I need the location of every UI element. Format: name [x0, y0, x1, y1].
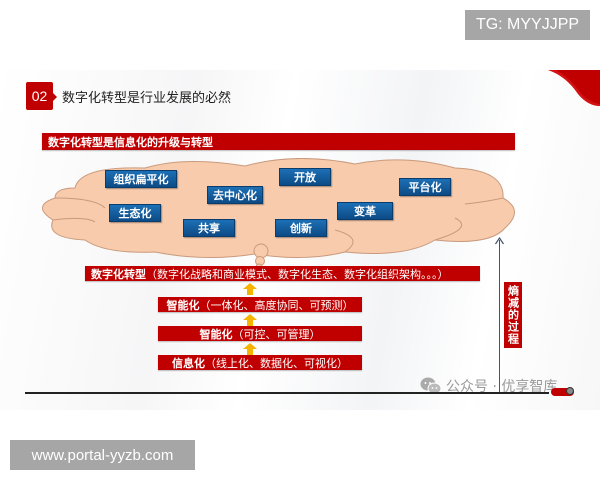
stage-label: 智能化	[199, 327, 233, 341]
up-arrow-icon	[243, 343, 257, 355]
stage-label: 信息化	[172, 356, 205, 370]
cloud-tag: 创新	[275, 219, 327, 237]
stage-label: 智能化	[166, 298, 200, 312]
up-arrow-icon	[243, 283, 257, 295]
footer-pill-decoration	[551, 388, 574, 396]
watermark-tg-badge: TG: MYYJJPP	[465, 10, 590, 40]
section-number-badge: 02	[26, 82, 57, 110]
cloud-tag: 平台化	[399, 178, 451, 196]
axis-arrowhead-icon	[495, 237, 504, 245]
cloud-tag: 去中心化	[207, 186, 263, 204]
concept-cloud: 组织扁平化 去中心化 开放 平台化 生态化 变革 共享 创新	[35, 158, 517, 260]
slide: 02 数字化转型是行业发展的必然 数字化转型是信息化的升级与转型 组织扁平化 去…	[0, 70, 600, 410]
wechat-icon	[420, 377, 442, 395]
cloud-tag: 共享	[183, 219, 235, 237]
entropy-axis-label: 熵减的过程	[504, 282, 522, 348]
stage-detail: （一体化、高度协同、可预测）	[199, 298, 354, 312]
stage-bar-informatization: 信息化 （线上化、数据化、可视化）	[158, 355, 362, 370]
stage-bar-intelligence-1: 智能化 （一体化、高度协同、可预测）	[158, 297, 362, 312]
section-banner: 数字化转型是信息化的升级与转型	[42, 133, 515, 150]
wechat-watermark: 公众号 · 优享智库	[420, 376, 557, 396]
decorative-swoosh	[548, 70, 600, 106]
watermark-url-badge: www.portal-yyzb.com	[10, 440, 195, 470]
stage-detail: （线上化、数据化、可视化）	[205, 356, 348, 370]
stage-label: 数字化转型	[91, 267, 146, 281]
wechat-watermark-text: 公众号 · 优享智库	[446, 379, 558, 395]
stage-bar-intelligence-2: 智能化 （可控、可管理）	[158, 326, 362, 341]
cloud-tag: 生态化	[109, 204, 161, 222]
footer-pill-knob	[566, 387, 574, 395]
cloud-tag: 变革	[337, 202, 393, 220]
cloud-tag: 组织扁平化	[105, 170, 177, 188]
cloud-tag: 开放	[279, 168, 331, 186]
stage-bar-digital-transformation: 数字化转型 （数字化战略和商业模式、数字化生态、数字化组织架构。。。）	[85, 266, 480, 281]
stage-detail: （可控、可管理）	[232, 327, 321, 341]
stage-detail: （数字化战略和商业模式、数字化生态、数字化组织架构。。。）	[146, 267, 449, 281]
entropy-axis-line	[499, 240, 500, 392]
banner-text: 数字化转型是信息化的升级与转型	[48, 135, 213, 149]
slide-title: 数字化转型是行业发展的必然	[62, 91, 232, 106]
up-arrow-icon	[243, 314, 257, 326]
footer-rule	[25, 392, 549, 394]
